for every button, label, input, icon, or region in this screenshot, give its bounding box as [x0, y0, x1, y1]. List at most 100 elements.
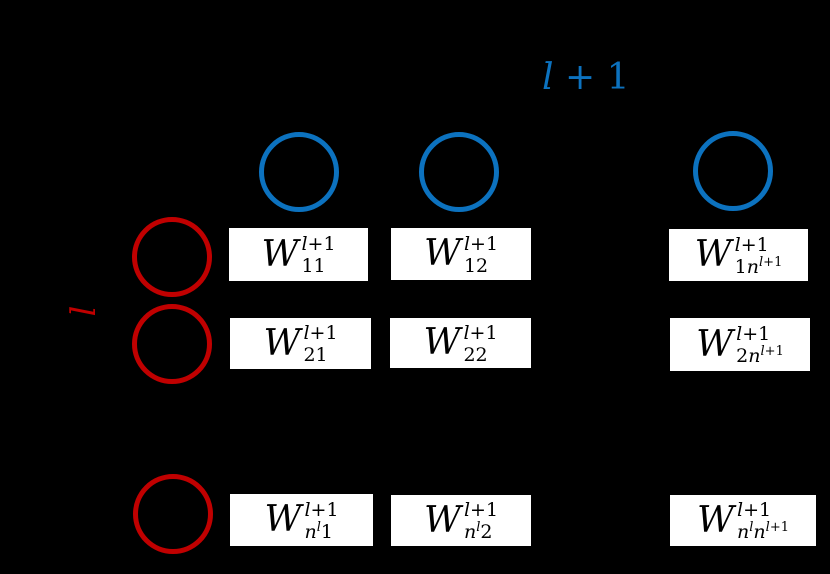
nested-superscript: l+1 — [759, 255, 782, 270]
math-token: 2 — [736, 345, 749, 367]
next-layer-neuron-circle-1 — [259, 132, 339, 212]
weight-superscript: l+1 — [734, 233, 769, 256]
weight-symbol: W — [694, 234, 732, 275]
math-token: l — [463, 232, 471, 255]
weight-subscript: 11 — [301, 257, 325, 276]
math-token: 21 — [303, 344, 328, 366]
math-token: +1 — [743, 499, 772, 521]
math-token: +1 — [470, 499, 499, 521]
math-token: +1 — [740, 233, 769, 256]
math-token: l — [759, 254, 764, 270]
weight-symbol: W — [696, 499, 734, 541]
math-token: l — [463, 321, 470, 344]
weight-symbol: W — [423, 322, 461, 363]
weight-symbol: W — [423, 499, 461, 541]
math-token: l — [303, 322, 310, 344]
weight-subscript: 2nl+1 — [736, 344, 784, 367]
current-layer-label-var: l — [64, 305, 104, 317]
math-token: l — [736, 323, 743, 345]
nested-superscript: l — [317, 520, 321, 535]
weight-superscript: l+1 — [737, 501, 771, 520]
next-layer-neuron-circle-3 — [693, 131, 773, 211]
math-token: 1 — [320, 520, 333, 543]
math-token: l — [476, 520, 481, 535]
math-token: +1 — [763, 254, 783, 270]
math-token: 1 — [734, 255, 747, 278]
weight-superscript: l+1 — [301, 235, 335, 254]
weight-superscript: l+1 — [463, 232, 499, 255]
current-layer-neuron-circle-2 — [132, 304, 212, 384]
weight-subscript: nl2 — [463, 520, 493, 543]
nested-superscript: l — [476, 520, 480, 535]
current-layer-label: l — [64, 299, 104, 323]
weight-subscript: nl1 — [304, 520, 333, 543]
math-token: n — [746, 255, 759, 278]
math-token: n — [753, 521, 766, 543]
nested-superscript: l — [749, 520, 753, 535]
math-token: 11 — [301, 255, 326, 277]
nested-superscript: l+1 — [766, 520, 789, 535]
math-token: 12 — [463, 254, 489, 277]
math-token: l — [765, 520, 770, 535]
weight-superscript: l+1 — [303, 324, 337, 343]
weight-subscript: 12 — [463, 254, 489, 277]
math-token: +1 — [309, 322, 338, 344]
math-token: +1 — [469, 321, 498, 344]
math-token: l — [316, 519, 321, 535]
weight-subscript: 1nl+1 — [734, 255, 783, 278]
math-token: 22 — [463, 343, 488, 366]
current-layer-neuron-circle-1 — [132, 217, 212, 297]
math-token: +1 — [742, 323, 771, 345]
math-token: l — [734, 233, 741, 256]
weight-symbol: W — [696, 323, 734, 365]
math-token: l — [760, 344, 765, 359]
math-token: 2 — [480, 521, 493, 543]
next-layer-label-rest: + 1 — [553, 57, 630, 98]
weight-superscript: l+1 — [736, 325, 770, 344]
math-token: n — [463, 521, 477, 543]
math-token: +1 — [470, 232, 499, 255]
math-token: +1 — [764, 344, 784, 359]
math-token: n — [737, 521, 750, 543]
weight-superscript: l+1 — [464, 501, 498, 520]
nested-superscript: l+1 — [761, 344, 784, 359]
weight-scripts: l+1 11 — [301, 235, 335, 276]
math-token: n — [304, 520, 317, 543]
math-token: l — [301, 233, 308, 255]
weight-superscript: l+1 — [463, 321, 498, 344]
weight-subscript: nlnl+1 — [737, 520, 789, 543]
next-layer-neuron-circle-2 — [419, 132, 499, 212]
math-token: n — [748, 345, 761, 367]
weight-symbol: W — [263, 322, 301, 364]
weight-symbol: W — [261, 233, 299, 275]
math-token: l — [304, 498, 311, 521]
weight-subscript: 22 — [463, 343, 488, 366]
weight-symbol: W — [264, 499, 302, 540]
next-layer-label-var: l — [542, 57, 554, 98]
math-token: l — [749, 520, 754, 535]
weight-symbol: W — [423, 233, 461, 274]
math-token: +1 — [307, 233, 336, 255]
weight-superscript: l+1 — [304, 498, 339, 521]
next-layer-label: l + 1 — [542, 60, 629, 96]
math-token: l — [737, 499, 744, 521]
math-token: +1 — [310, 498, 339, 521]
